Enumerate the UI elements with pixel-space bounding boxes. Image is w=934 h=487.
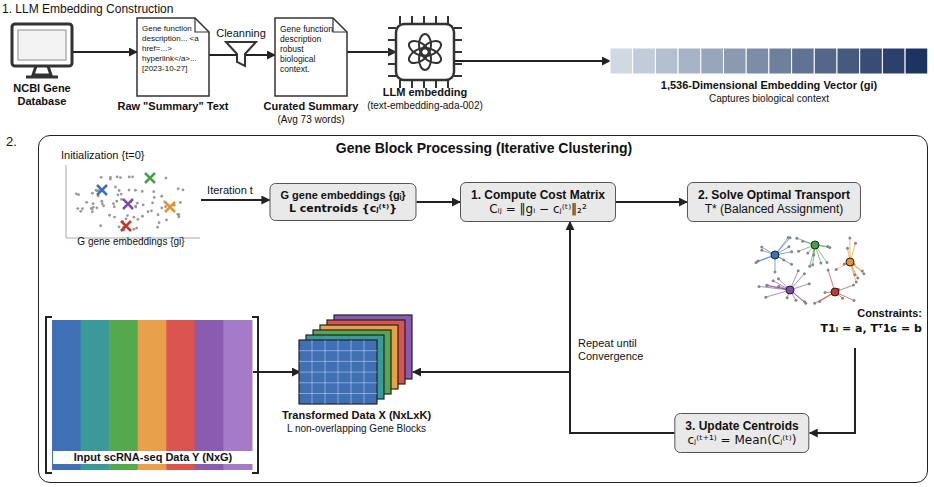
arrow-connector <box>72 51 137 53</box>
vector-cell <box>655 48 678 74</box>
node-title: 1,536-Dimensional Embedding Vector (gi) <box>610 79 928 92</box>
node-title: 3. Update Centroids <box>685 419 798 433</box>
vector-cell <box>724 48 747 74</box>
llm-chip: LLM embedding(text-embedding-ada-002) <box>396 24 454 80</box>
gene-block-stack: Transformed Data X (NxLxK)L non-overlapp… <box>300 316 413 405</box>
grid-line <box>299 382 377 383</box>
node-title: LLM embedding <box>345 86 505 99</box>
node-title: Constraints: <box>746 307 922 320</box>
document-fold <box>333 18 347 32</box>
section-label: 1. LLM Embedding Construction <box>2 2 173 17</box>
section-label: 2. <box>6 134 17 149</box>
document-fold <box>195 18 209 32</box>
edge-label: Iteration t <box>207 184 253 197</box>
funnel-icon <box>226 42 256 66</box>
vector-cell <box>837 48 860 74</box>
arrow-connector <box>454 60 610 62</box>
arrow-connector <box>570 222 674 433</box>
vector-cell <box>882 48 905 74</box>
process-box: G gene embeddings {gᵢ}L centroids {cⱼ⁽ᵗ⁾… <box>269 183 416 221</box>
grid-line <box>364 340 365 404</box>
grid-line <box>351 340 352 404</box>
grid-line <box>299 393 377 394</box>
arrow-connector <box>810 348 855 433</box>
data-stripe <box>52 320 81 470</box>
matrix-bracket <box>46 317 258 473</box>
arrow-connector <box>417 201 460 203</box>
curated-document: Gene function description robust biologi… <box>275 18 347 96</box>
node-title: Initialization {t=0} <box>61 149 201 162</box>
vector-cell <box>701 48 724 74</box>
arrow-connector <box>201 199 269 201</box>
document-icon <box>275 18 347 96</box>
scatter-plot: Initialization {t=0}G gene embeddings {g… <box>61 149 201 249</box>
data-stripe <box>195 320 224 470</box>
vector-cell <box>860 48 883 74</box>
node-text: Captures biological context <box>610 93 928 105</box>
transport-plot <box>755 236 866 305</box>
raw-document: Gene function description... <a href=...… <box>137 18 209 96</box>
arrow-connector <box>253 371 300 373</box>
transport-plot: Constraints: T1ₗ = a, Tᵀ1ɢ = b <box>746 233 924 348</box>
node-text: Curated Summary <box>251 100 371 113</box>
node-text: cⱼ⁽ᵗ⁺¹⁾ = Mean(Cⱼ⁽ᵗ⁾) <box>685 433 798 447</box>
vector-cell <box>610 48 633 74</box>
process-box: 2. Solve Optimal TransportT* (Balanced A… <box>687 182 861 222</box>
node-text: L centroids {cⱼ⁽ᵗ⁾} <box>280 202 405 215</box>
chip-icon <box>388 16 462 88</box>
node-title: NCBI Gene Database <box>0 82 87 108</box>
process-box: 1. Compute Cost MatrixCᵢⱼ = ‖gᵢ − cⱼ⁽ᵗ⁾‖… <box>460 182 616 222</box>
node-title: Gene Block Processing (Iterative Cluster… <box>39 140 929 157</box>
vector-cell <box>814 48 837 74</box>
node-text: L non-overlapping Gene Blocks <box>267 423 447 435</box>
input-matrix: Input scRNA-seq Data Y (NxG) <box>53 321 253 471</box>
node-title: 2. Solve Optimal Transport <box>698 188 850 202</box>
data-stripe <box>138 320 167 470</box>
node-text: Cᵢⱼ = ‖gᵢ − cⱼ⁽ᵗ⁾‖₂² <box>471 202 605 216</box>
process-panel: Gene Block Processing (Iterative Cluster… <box>38 135 928 483</box>
vector-cell <box>792 48 815 74</box>
gene-block <box>299 340 377 404</box>
node-title: Gene function description robust biologi… <box>280 24 340 74</box>
vector-cell <box>746 48 769 74</box>
scatter-plot <box>66 165 200 238</box>
database-icon: NCBI Gene Database <box>12 24 72 78</box>
node-text: T* (Balanced Assignment) <box>698 202 850 216</box>
arrow-connector <box>413 372 674 433</box>
node-title: Input scRNA-seq Data Y (NxG) <box>53 451 253 464</box>
data-stripe <box>223 320 252 470</box>
node-text: G gene embeddings {gi} <box>51 236 211 248</box>
node-text: (Avg 73 words) <box>251 114 371 126</box>
edge-label: Repeat until Convergence <box>578 337 660 363</box>
node-text: Raw "Summary" Text <box>113 100 233 113</box>
node-title: Transformed Data X (NxLxK) <box>267 409 447 422</box>
node-title: Gene function description... <a href=...… <box>142 24 204 74</box>
data-stripe <box>109 320 138 470</box>
vector-cell <box>678 48 701 74</box>
vector-cell <box>905 48 928 74</box>
vector-cell <box>633 48 656 74</box>
process-box: 3. Update Centroidscⱼ⁽ᵗ⁺¹⁾ = Mean(Cⱼ⁽ᵗ⁾) <box>674 413 809 453</box>
document-icon <box>137 18 209 96</box>
data-stripe <box>81 320 110 470</box>
embedding-vector: 1,536-Dimensional Embedding Vector (gi)C… <box>610 48 928 74</box>
node-title: G gene embeddings {gᵢ} <box>280 189 405 202</box>
monitor-icon <box>12 24 72 77</box>
arrow-connector <box>347 51 396 53</box>
arrow-connector <box>616 201 687 203</box>
grid-line <box>299 372 377 373</box>
data-stripe <box>166 320 195 470</box>
node-title: 1. Compute Cost Matrix <box>471 188 605 202</box>
vector-cell <box>769 48 792 74</box>
edge-label: Cleanning <box>216 27 266 40</box>
node-text: T1ₗ = a, Tᵀ1ɢ = b <box>746 322 922 335</box>
node-text: (text-embedding-ada-002) <box>345 100 505 112</box>
